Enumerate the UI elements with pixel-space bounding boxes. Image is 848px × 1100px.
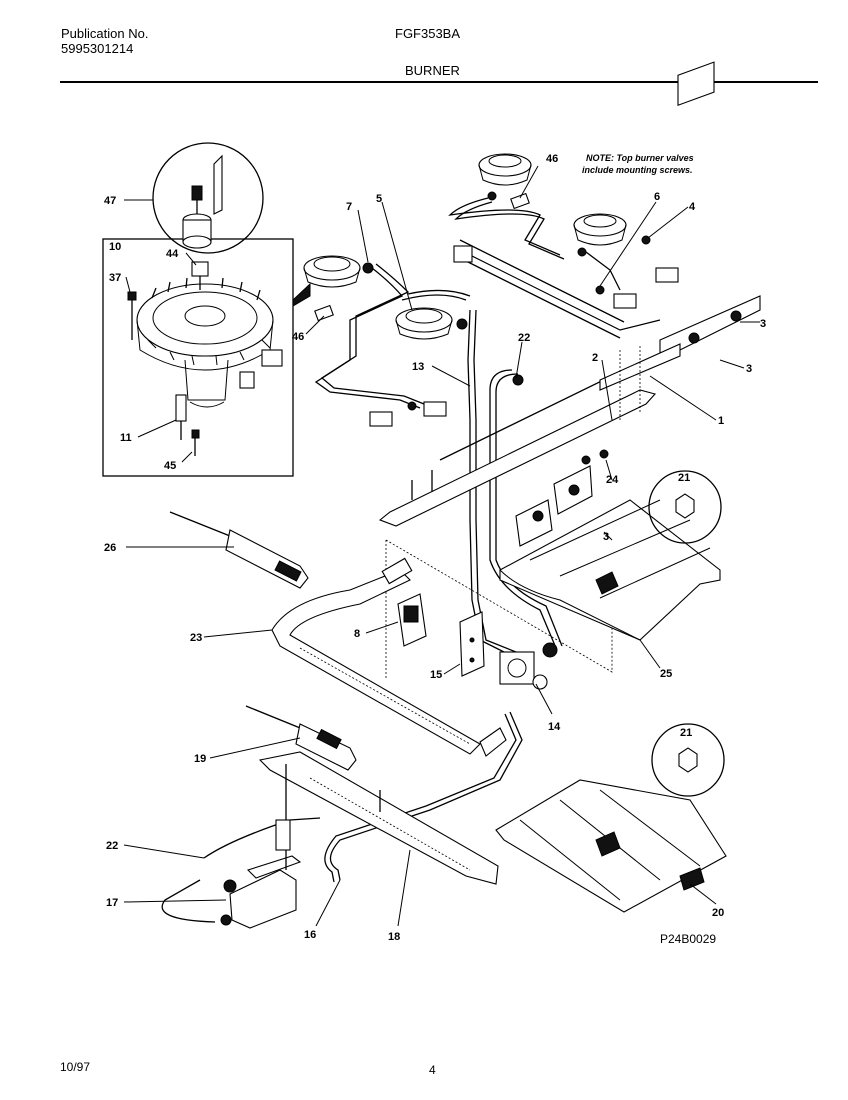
regulator-14 (499, 642, 558, 690)
callout-15: 15 (430, 669, 442, 681)
callout-46-left: 46 (292, 331, 304, 343)
publication-number: 5995301214 (61, 41, 134, 56)
top-burner-right (573, 213, 627, 257)
broil-burner-18 (258, 751, 499, 885)
oven-burner-23 (271, 557, 507, 757)
section-title: BURNER (405, 63, 460, 78)
bracket-8 (397, 593, 427, 647)
callout-23: 23 (190, 632, 202, 644)
diagram-code: P24B0029 (660, 932, 716, 946)
nut-21-upper (675, 493, 695, 519)
callout-4: 4 (689, 201, 696, 213)
note-line-1: NOTE: Top burner valves (586, 153, 694, 163)
callout-3-shield: 3 (603, 531, 609, 543)
callout-18: 18 (388, 931, 400, 943)
callout-22-upper: 22 (518, 332, 530, 344)
callout-5: 5 (376, 193, 382, 205)
footer-date: 10/97 (60, 1060, 91, 1074)
callout-13: 13 (412, 361, 424, 373)
callout-7: 7 (346, 201, 352, 213)
callout-25: 25 (660, 668, 672, 680)
nut-21-lower (678, 747, 698, 773)
callout-22-lower: 22 (106, 840, 118, 852)
note-line-2: include mounting screws. (582, 165, 693, 175)
callout-10: 10 (109, 241, 121, 253)
callout-6: 6 (654, 191, 660, 203)
bracket-15 (459, 611, 485, 677)
callout-1: 1 (718, 415, 724, 427)
burner-cap-47 (182, 154, 223, 249)
callout-2: 2 (592, 352, 598, 364)
header-rule (60, 81, 818, 83)
model-number: FGF353BA (395, 26, 461, 41)
screw-45 (191, 429, 200, 456)
detail-circle-47 (152, 142, 264, 254)
nut-44 (191, 261, 209, 290)
top-burner-left (303, 255, 374, 288)
callout-3-lower: 3 (746, 363, 752, 375)
inset-pointer-arrow (292, 282, 311, 307)
top-burner-center (395, 307, 468, 340)
callout-21-lower: 21 (680, 727, 692, 739)
gas-tubing (161, 197, 621, 923)
callout-46-rear: 46 (546, 153, 558, 165)
valves-and-orifices (369, 235, 679, 500)
callout-3-upper: 3 (760, 318, 766, 330)
callout-26: 26 (104, 542, 116, 554)
callout-19: 19 (194, 753, 206, 765)
leader-lines (123, 165, 760, 927)
detail-circle-21-lower (651, 723, 725, 797)
callout-11: 11 (120, 432, 132, 444)
callout-37: 37 (109, 272, 121, 284)
callout-14: 14 (548, 721, 561, 733)
electrode-11 (175, 394, 187, 440)
footer-page-number: 4 (429, 1063, 436, 1077)
callout-45: 45 (164, 460, 176, 472)
callout-20: 20 (712, 907, 724, 919)
publication-label: Publication No. (61, 26, 149, 41)
callout-17: 17 (106, 897, 118, 909)
screw-37 (127, 291, 137, 340)
heat-shield-25 (499, 465, 721, 641)
callout-8: 8 (354, 628, 360, 640)
burner-base-drawing (136, 277, 283, 408)
broiler-shield-20 (495, 779, 727, 913)
callout-47: 47 (104, 195, 116, 207)
callout-44: 44 (166, 248, 179, 260)
safety-valve-17 (220, 850, 302, 929)
top-burner-rear (478, 153, 532, 201)
callout-21-upper: 21 (678, 472, 690, 484)
igniter-clips-46 (314, 192, 530, 322)
callout-24: 24 (606, 474, 619, 486)
detail-circle-21-upper (648, 470, 722, 544)
igniter-19 (245, 705, 357, 771)
callout-16: 16 (304, 929, 316, 941)
igniter-26 (169, 511, 309, 589)
